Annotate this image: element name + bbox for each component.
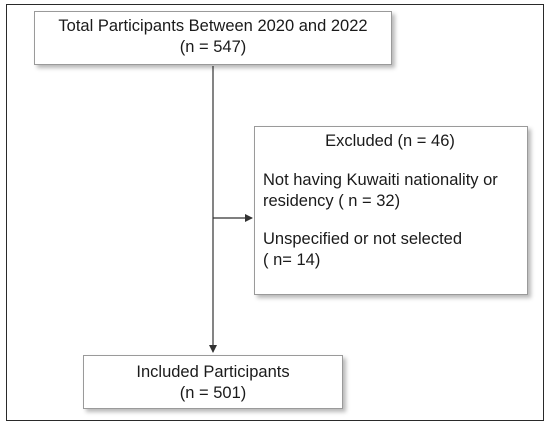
total-participants-count: (n = 547): [179, 38, 247, 56]
included-participants-box: Included Participants (n = 501): [83, 355, 343, 409]
excluded-reason-nationality-text: Not having Kuwaiti nationality or reside…: [263, 171, 498, 210]
excluded-reason-unspecified-count: ( n= 14): [263, 251, 321, 269]
diagram-frame: [6, 4, 544, 421]
excluded-reason-unspecified: Unspecified or not selected ( n= 14): [263, 229, 517, 271]
excluded-reason-nationality: Not having Kuwaiti nationality or reside…: [263, 170, 517, 212]
total-participants-label: Total Participants Between 2020 and 2022: [58, 17, 368, 35]
excluded-reason-unspecified-label: Unspecified or not selected: [263, 230, 463, 248]
included-participants-label: Included Participants: [136, 363, 290, 381]
excluded-title: Excluded (n = 46): [325, 132, 455, 150]
total-participants-box: Total Participants Between 2020 and 2022…: [34, 11, 392, 65]
included-participants-count: (n = 501): [179, 384, 247, 402]
excluded-box: Excluded (n = 46) Not having Kuwaiti nat…: [254, 126, 528, 295]
